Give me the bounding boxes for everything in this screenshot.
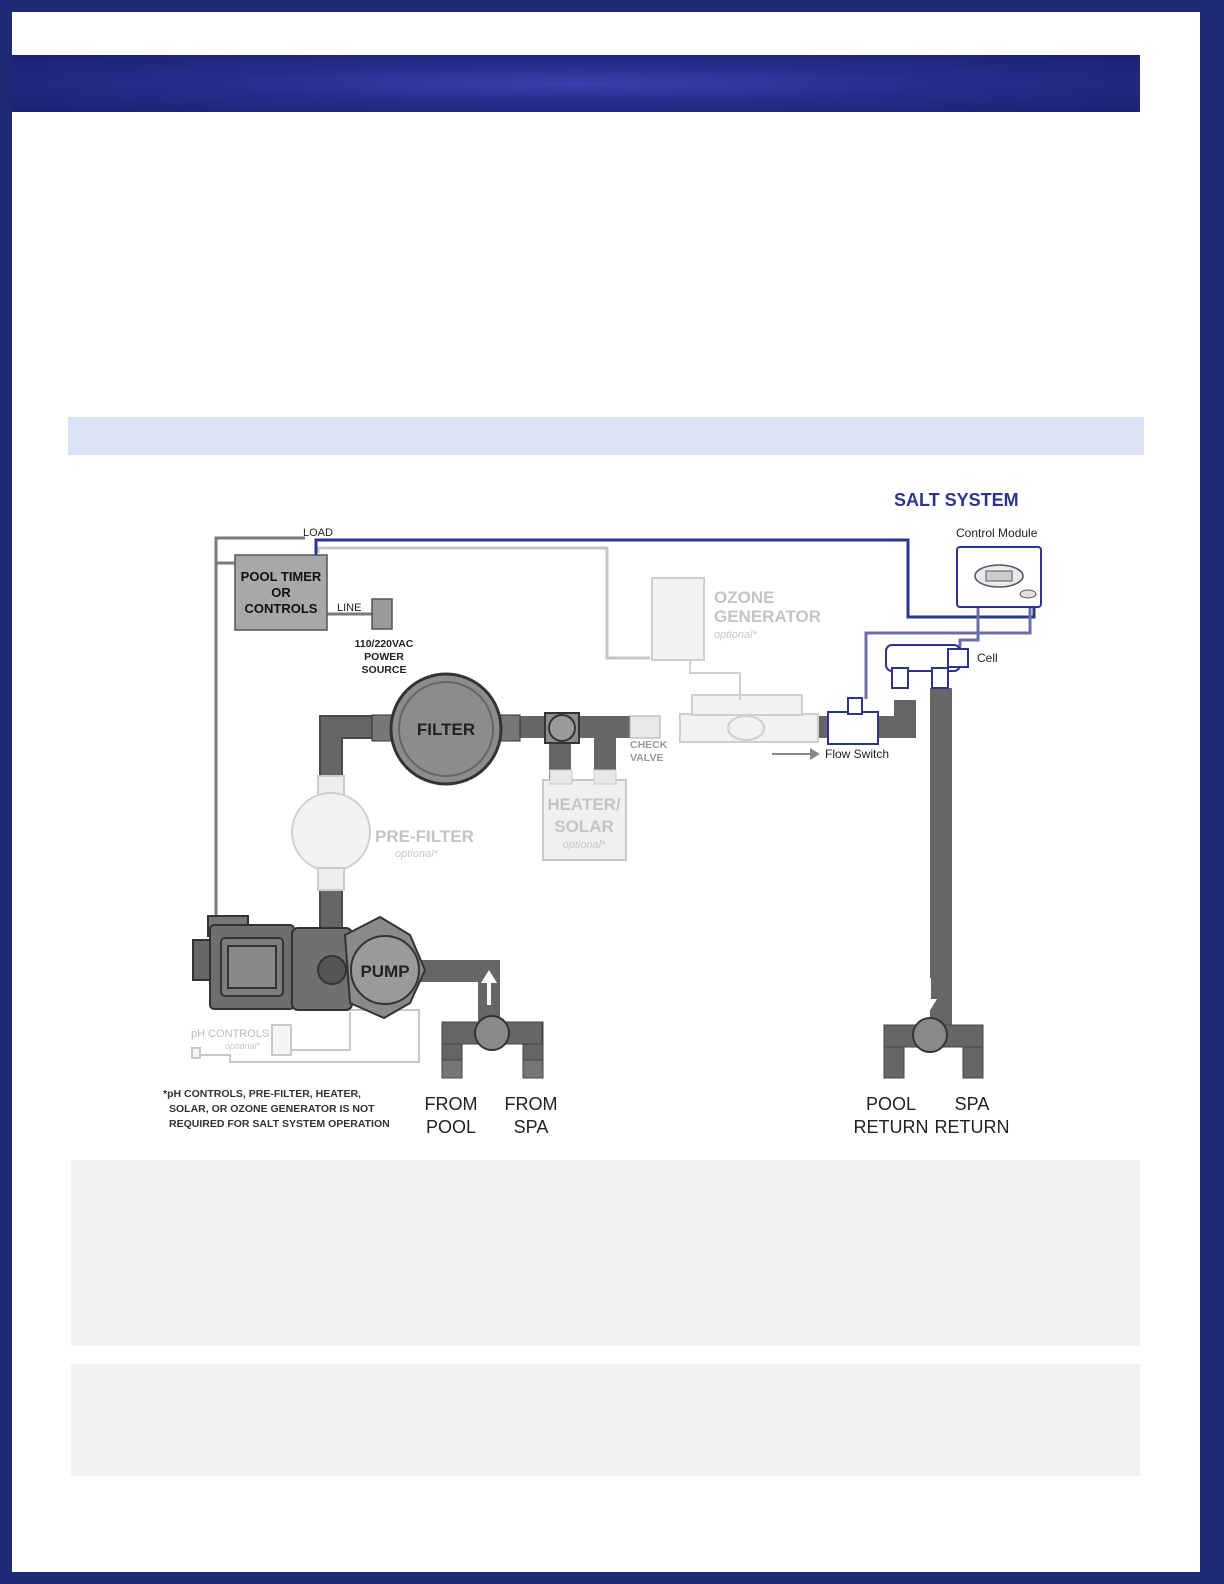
flow-arrows [481,970,937,1012]
line-label: LINE [337,602,361,614]
flow-switch-label: Flow Switch [825,747,889,761]
pool-timer-box [234,554,328,631]
info-panel-2 [71,1364,1140,1476]
footnote-line-1: *pH CONTROLS, PRE-FILTER, HEATER, [163,1088,361,1100]
prefilter-label: PRE-FILTER [375,827,474,846]
prefilter-optional: optional* [395,848,439,860]
footnote-line-3: REQUIRED FOR SALT SYSTEM OPERATION [169,1118,390,1130]
control-module-label: Control Module [956,526,1038,540]
section-header-bar [68,417,1144,455]
footnote-line-2: SOLAR, OR OZONE GENERATOR IS NOT [169,1103,375,1115]
pool-timer-label-1: POOL TIMER [241,569,322,584]
ph-optional: optional* [225,1041,261,1051]
check-valve-label-2: VALVE [630,752,663,764]
ozone-optional: optional* [714,629,758,641]
from-pool-label-2: POOL [426,1117,476,1137]
pool-timer-label-3: CONTROLS [245,601,318,616]
from-spa-label-1: FROM [505,1094,558,1114]
pump [192,915,427,1020]
salt-system-title: SALT SYSTEM [894,490,1019,510]
pipe-pump-outlet [420,960,500,1025]
title-bar [12,55,1140,112]
ozone-label-1: OZONE [714,588,774,607]
power-source-label-3: SOURCE [362,664,407,676]
ozone-label-2: GENERATOR [714,607,821,626]
inlet-valve-assembly [441,1015,544,1079]
heater-optional: optional* [563,839,607,851]
control-module-wire [314,538,1036,619]
from-pool-label-1: FROM [425,1094,478,1114]
cell-label: Cell [977,651,998,665]
pool-return-label-2: RETURN [854,1117,929,1137]
spa-return-label-1: SPA [955,1094,990,1114]
pipe-cell-riser [894,700,916,738]
spa-return-label-2: RETURN [935,1117,1010,1137]
control-module [956,546,1042,608]
cell-wire-1 [864,600,1032,699]
pool-timer-label-2: OR [271,585,291,600]
check-valve-label-1: CHECK [630,739,668,751]
flow-switch [827,697,879,745]
ph-controls [191,1009,420,1063]
power-source-label-1: 110/220VAC [355,638,414,650]
heater-label-1: HEATER/ [547,795,621,814]
ph-controls-label: pH CONTROLS [191,1028,269,1040]
pool-return-label-1: POOL [866,1094,916,1114]
load-label: LOAD [303,527,333,539]
power-source-label-2: POWER [364,651,404,663]
return-valve-assembly [883,1017,984,1079]
cell-wire-2 [958,602,980,651]
check-valve [629,715,661,739]
salt-cell [885,644,969,689]
pump-label: PUMP [360,962,409,981]
filter-tank [371,672,521,786]
heater-solar [542,769,627,861]
filter-label: FILTER [417,720,475,739]
power-source-box [371,598,393,630]
page [12,12,1200,1572]
heater-label-2: SOLAR [554,817,614,836]
from-spa-label-2: SPA [514,1117,549,1137]
pump-power-wire [214,536,305,565]
pre-filter [291,775,371,891]
info-panel-1 [71,1160,1140,1346]
ozone-injector [651,577,819,743]
ozone-wire [316,546,650,660]
